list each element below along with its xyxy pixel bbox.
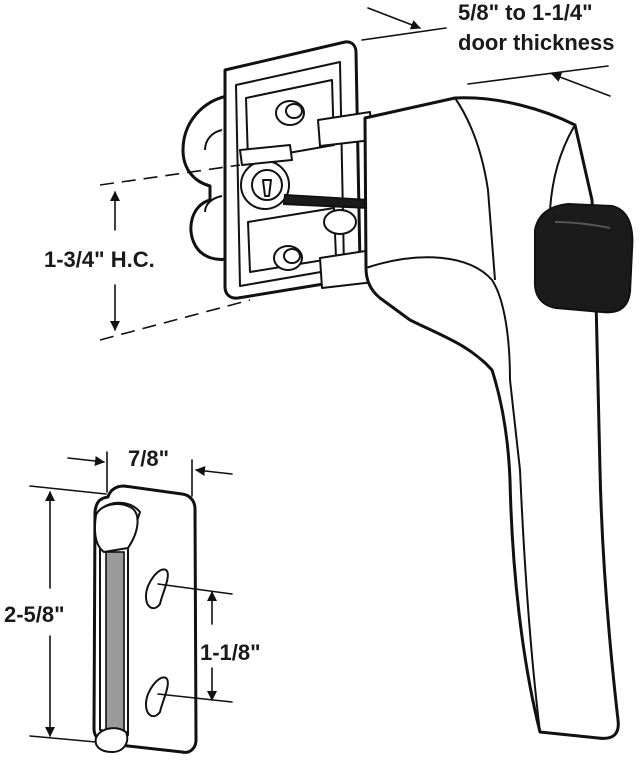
strike-insert [105, 551, 125, 733]
strike-width-dimension: 7/8" [67, 446, 233, 497]
handle-assembly [181, 40, 634, 740]
handle-grip [363, 96, 620, 740]
strike-width-label: 7/8" [128, 446, 169, 471]
hole-center-label: 1-3/4" H.C. [44, 247, 155, 272]
door-thickness-label-line2: door thickness [458, 30, 614, 55]
strike-height-dimension: 2-5/8" [4, 485, 107, 743]
hole-center-dimension: 1-3/4" H.C. [44, 164, 251, 341]
rear-spindle-housing [181, 93, 234, 261]
strike-height-label: 2-5/8" [4, 602, 65, 627]
door-thickness-label-line1: 5/8" to 1-1/4" [458, 0, 593, 25]
push-button-icon [533, 202, 634, 314]
strike-plate [92, 484, 198, 754]
slot-spacing-dimension: 1-1/8" [157, 583, 261, 703]
lower-mounting-slot [145, 676, 169, 718]
door-thickness-dimension: 5/8" to 1-1/4" door thickness [361, 0, 614, 97]
slot-spacing-label: 1-1/8" [200, 640, 261, 665]
